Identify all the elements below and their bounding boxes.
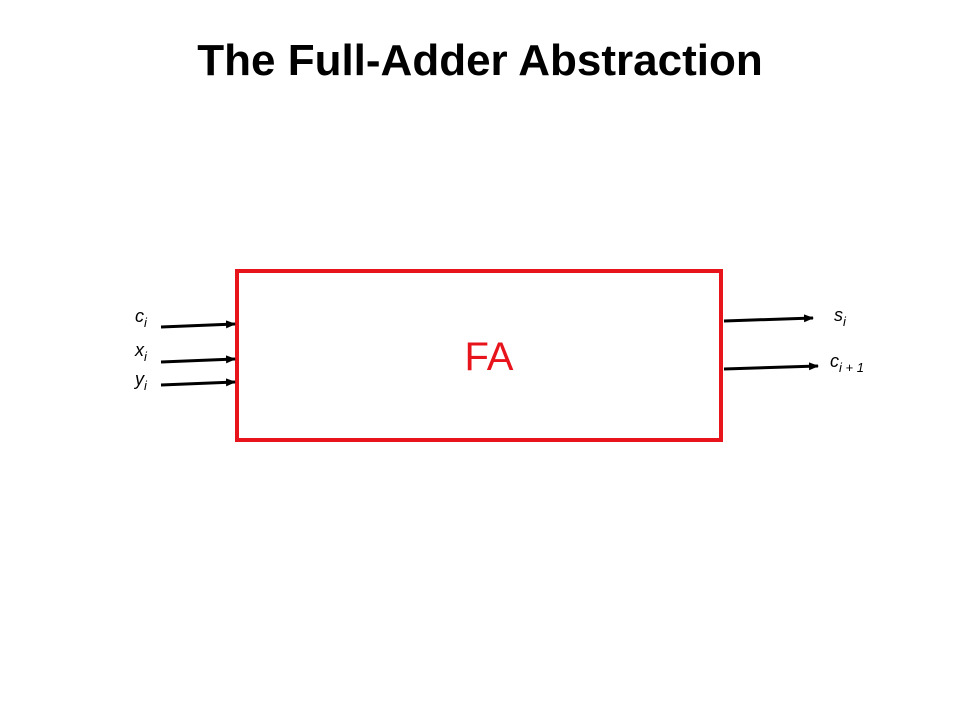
output-label-si-sub: i (843, 314, 847, 329)
output-wire-ci1 (723, 362, 819, 371)
output-label-ci1-name: c (830, 351, 839, 371)
input-wire-xi (160, 355, 236, 364)
input-wire-yi (160, 378, 236, 387)
output-label-ci1-sub: i + 1 (839, 360, 864, 375)
output-label-si-name: s (834, 305, 843, 325)
input-label-ci: ci (135, 306, 148, 330)
full-adder-label: FA (465, 335, 514, 379)
input-label-yi-name: y (133, 369, 145, 389)
input-label-xi: xi (134, 340, 148, 364)
input-label-xi-sub: i (144, 349, 148, 364)
input-label-yi: yi (133, 369, 148, 393)
slide-title: The Full-Adder Abstraction (197, 36, 763, 85)
output-label-ci1: ci + 1 (830, 351, 864, 375)
input-label-ci-sub: i (144, 315, 148, 330)
full-adder-block (235, 269, 723, 442)
output-label-si: si (834, 305, 847, 329)
input-label-yi-sub: i (144, 378, 148, 393)
input-wire-ci (160, 320, 236, 329)
input-label-xi-name: x (134, 340, 145, 360)
input-label-ci-name: c (135, 306, 144, 326)
output-wire-si (723, 314, 814, 323)
